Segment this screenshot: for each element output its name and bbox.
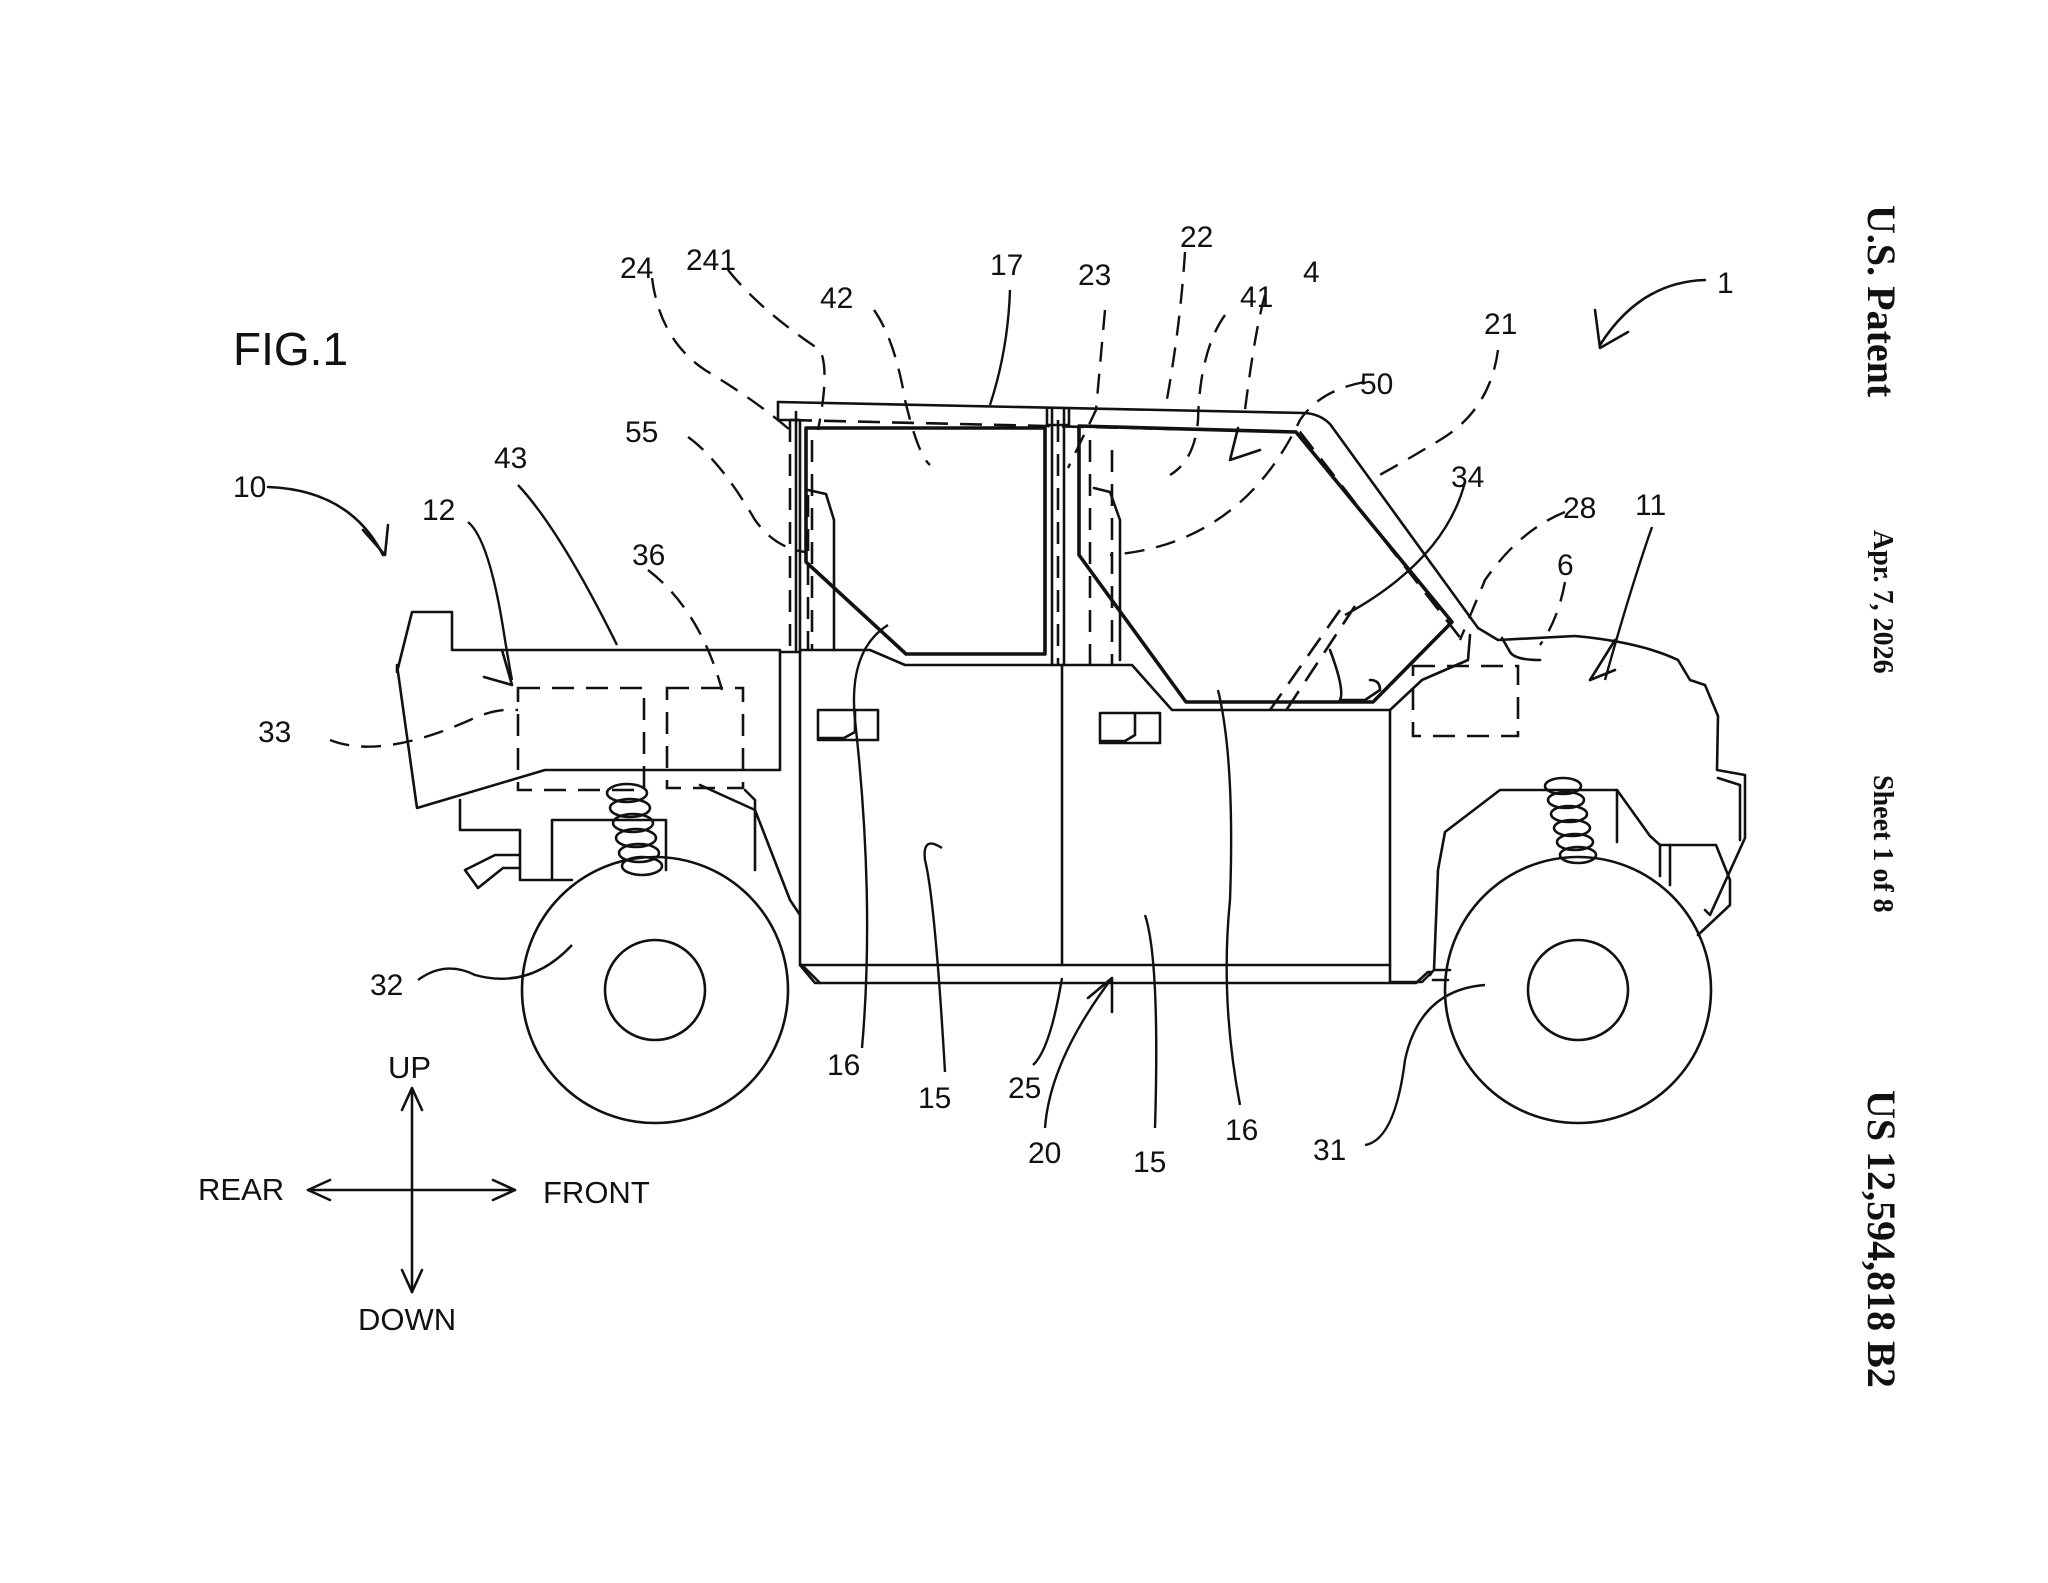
label-33: 33 <box>258 716 291 749</box>
label-28: 28 <box>1563 492 1596 525</box>
label-50: 50 <box>1360 368 1393 401</box>
label-36: 36 <box>632 539 665 572</box>
roof-frame <box>776 400 1480 667</box>
label-20: 20 <box>1028 1137 1061 1170</box>
leader-lines <box>266 251 1707 1147</box>
box-36 <box>665 686 745 790</box>
label-32: 32 <box>370 969 403 1002</box>
rear-window <box>804 426 1047 656</box>
label-1: 1 <box>1717 267 1734 300</box>
label-43: 43 <box>494 442 527 475</box>
label-41: 41 <box>1240 281 1273 314</box>
label-42: 42 <box>820 282 853 315</box>
rear-wheel-hub <box>603 938 707 1042</box>
side-sill <box>798 963 1434 985</box>
rear-suspension-spring <box>605 782 664 877</box>
label-21: 21 <box>1484 308 1517 341</box>
rear-wheel <box>520 855 790 1125</box>
front-window <box>1077 424 1454 704</box>
steering-assembly <box>1268 605 1382 713</box>
front-suspension-spring <box>1543 776 1598 865</box>
label-31: 31 <box>1313 1134 1346 1167</box>
figure-title: FIG.1 <box>233 323 348 375</box>
door-panels <box>798 648 1392 967</box>
label-12: 12 <box>422 494 455 527</box>
label-25: 25 <box>1008 1072 1041 1105</box>
label-17: 17 <box>990 249 1023 282</box>
direction-indicator: UP DOWN REAR FRONT <box>198 1050 650 1337</box>
label-16-front: 16 <box>1225 1114 1258 1147</box>
label-241: 241 <box>686 244 736 277</box>
direction-up-label: UP <box>388 1050 431 1085</box>
rear-box-12 <box>516 686 646 792</box>
hood <box>1388 626 1747 917</box>
label-4: 4 <box>1303 256 1320 289</box>
direction-down-label: DOWN <box>358 1302 456 1337</box>
label-16-rear: 16 <box>827 1049 860 1082</box>
label-22: 22 <box>1180 221 1213 254</box>
label-55: 55 <box>625 416 658 449</box>
front-wheel <box>1443 855 1713 1125</box>
label-10: 10 <box>233 471 266 504</box>
direction-rear-label: REAR <box>198 1172 284 1207</box>
label-34: 34 <box>1451 461 1484 494</box>
label-15-front: 15 <box>1133 1146 1166 1179</box>
label-6: 6 <box>1557 549 1574 582</box>
label-24: 24 <box>620 252 653 285</box>
label-23: 23 <box>1078 259 1111 292</box>
direction-front-label: FRONT <box>543 1175 650 1210</box>
label-11: 11 <box>1635 489 1666 522</box>
front-fender <box>1432 776 1742 972</box>
label-15-rear: 15 <box>918 1082 951 1115</box>
reference-numeral-labels: 1 10 12 43 36 33 55 24 241 42 17 23 22 4… <box>233 221 1734 1179</box>
front-wheel-hub <box>1526 938 1630 1042</box>
cargo-bed <box>395 610 802 917</box>
box-6 <box>1411 664 1520 738</box>
